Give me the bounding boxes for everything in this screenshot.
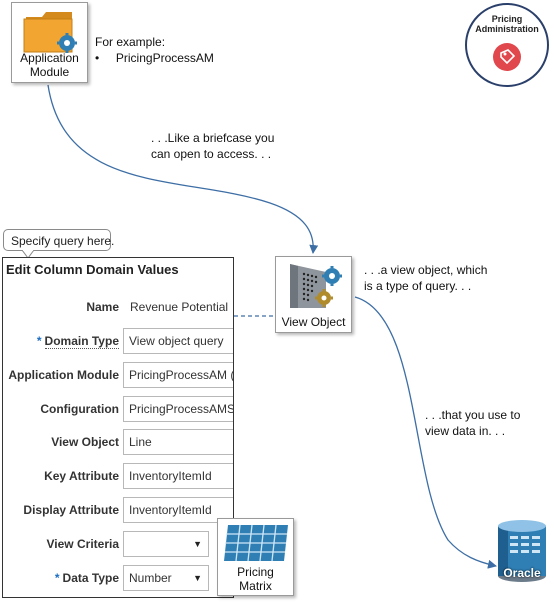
chevron-down-icon: ▼ xyxy=(193,573,202,583)
form-row-view-criteria: View Criteria ▼ xyxy=(3,531,233,557)
briefcase-note: . . .Like a briefcase you can open to ac… xyxy=(151,131,275,161)
pricing-tag-icon xyxy=(493,43,521,71)
field-label-view-criteria: View Criteria xyxy=(46,537,119,551)
specify-query-callout: Specify query here. xyxy=(3,229,114,251)
form-row-domain-type: *Domain Type View object query xyxy=(3,328,233,354)
name-value: Revenue Potential xyxy=(130,300,229,314)
form-row-view-object: View Object Line xyxy=(3,429,233,455)
application-module-tile: Application Module xyxy=(11,2,88,83)
required-marker: * xyxy=(54,571,60,585)
oracle-label: Oracle xyxy=(503,566,541,580)
form-row-display-attribute: Display Attribute InventoryItemId xyxy=(3,497,233,523)
field-label-data-type: *Data Type xyxy=(54,571,119,585)
oracle-database: Oracle xyxy=(496,518,548,584)
required-marker: * xyxy=(36,334,42,348)
badge-title: Pricing Administration xyxy=(475,14,539,34)
example-heading: For example: xyxy=(95,35,166,49)
application-module-label: Application Module xyxy=(20,51,79,79)
field-label-name: Name xyxy=(86,300,119,314)
display-attribute-field[interactable]: InventoryItemId xyxy=(123,497,233,523)
form-row-application-module: Application Module PricingProcessAM (o xyxy=(3,362,233,388)
field-label-domain-type: *Domain Type xyxy=(36,334,119,349)
arrow-module-to-view-object xyxy=(47,84,319,254)
view-criteria-select[interactable]: ▼ xyxy=(123,531,209,557)
example-text: For example: • PricingProcessAM xyxy=(95,34,214,66)
form-row-configuration: Configuration PricingProcessAMSh xyxy=(3,396,233,422)
matrix-grid-icon xyxy=(224,524,288,562)
domain-type-field[interactable]: View object query xyxy=(123,328,233,354)
view-object-field[interactable]: Line xyxy=(123,429,233,455)
form-row-name: Name Revenue Potential xyxy=(3,294,233,320)
pricing-matrix-label: Pricing Matrix xyxy=(237,565,274,593)
view-object-icon xyxy=(290,264,342,308)
field-label-display-attribute: Display Attribute xyxy=(23,503,119,517)
application-module-field[interactable]: PricingProcessAM (o xyxy=(123,362,233,388)
bullet: • xyxy=(95,51,100,65)
example-item: • PricingProcessAM xyxy=(95,51,214,65)
field-label-configuration: Configuration xyxy=(40,402,119,416)
database-icon xyxy=(498,520,546,582)
pricing-matrix-tile: Pricing Matrix xyxy=(217,518,294,596)
folder-gear-icon xyxy=(23,12,77,53)
field-label-application-module: Application Module xyxy=(8,368,119,382)
panel-title: Edit Column Domain Values xyxy=(6,262,179,277)
key-attribute-field[interactable]: InventoryItemId xyxy=(123,463,233,489)
view-object-tile: View Object xyxy=(275,256,352,333)
chevron-down-icon: ▼ xyxy=(193,539,202,549)
field-label-key-attribute: Key Attribute xyxy=(44,469,119,483)
form-row-key-attribute: Key Attribute InventoryItemId xyxy=(3,463,233,489)
configuration-field[interactable]: PricingProcessAMSh xyxy=(123,396,233,422)
edit-column-domain-values-panel: Edit Column Domain Values Name Revenue P… xyxy=(2,257,234,598)
view-data-note: . . .that you use to view data in. . . xyxy=(425,408,521,438)
pricing-administration-badge: Pricing Administration xyxy=(465,3,549,87)
view-object-label: View Object xyxy=(281,315,346,329)
data-type-select[interactable]: Number ▼ xyxy=(123,565,209,591)
view-object-note: . . .a view object, which is a type of q… xyxy=(364,263,488,293)
form-row-data-type: *Data Type Number ▼ xyxy=(3,565,233,591)
arrow-view-object-to-oracle xyxy=(354,296,497,569)
field-label-view-object: View Object xyxy=(51,435,119,449)
